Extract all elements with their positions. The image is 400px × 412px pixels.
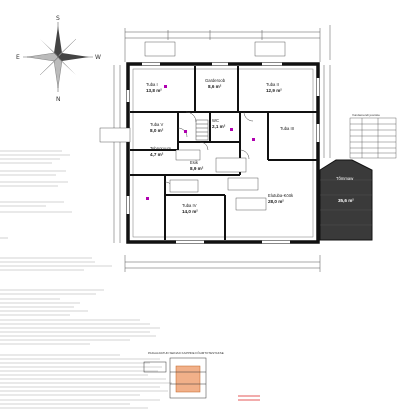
stairs (195, 119, 209, 141)
room-tuba2-name: Tuba II (266, 82, 279, 87)
compass-rose (23, 22, 93, 92)
legend-title: Vundamendi jooniste (352, 113, 380, 117)
dimension-lines (113, 25, 331, 272)
interior-walls (130, 66, 318, 240)
room-tuba5-area: 8,0 m² (150, 128, 164, 133)
room-wc-area: 2,1 m² (212, 124, 226, 129)
terrace-area (319, 159, 373, 241)
tag-boxes (99, 41, 286, 211)
detail-drawing (143, 357, 207, 399)
compass-east-label: W (95, 54, 101, 61)
room-terrass-area: 35,6 m² (338, 198, 354, 203)
compass-south-label: N (56, 96, 61, 103)
room-tuba5-name: Tuba V (150, 122, 164, 127)
room-wc-name: WC (212, 118, 219, 123)
title-block-marks (238, 395, 260, 401)
room-garderoob-area: 8,6 m² (208, 84, 222, 89)
detail-caption: PAIGALDATUD SEINAD KAPPIDE FÕHMTOTESTAKS… (148, 350, 224, 355)
compass-north-label: S (56, 15, 60, 22)
windows (126, 62, 320, 244)
compass-west-label: E (16, 54, 20, 61)
room-tuba1-area: 13,8 m² (146, 88, 162, 93)
room-tuba3-name: Tuba III (280, 126, 294, 131)
left-notes-block (0, 150, 172, 409)
legend-table (349, 117, 397, 159)
room-tehnoruum-area: 4,7 m² (150, 152, 164, 157)
room-elutuba-area: 28,0 m² (268, 199, 284, 204)
room-garderoob-name: Garderoob (205, 78, 226, 83)
room-terrass-name: Tõmmaw (336, 176, 354, 181)
room-elutuba-name: Elutuba-Köök (268, 193, 294, 198)
room-tuba1-name: Tuba I (146, 82, 158, 87)
room-esik-name: Esik (190, 160, 199, 165)
room-tehnoruum-name: Tehnoruum (150, 146, 171, 151)
room-tuba4-area: 14,0 m² (182, 209, 198, 214)
room-esik-area: 8,9 m² (190, 166, 204, 171)
room-tuba4-name: Tuba IV (182, 203, 197, 208)
room-tuba2-area: 12,9 m² (266, 88, 282, 93)
room-labels: Tuba I 13,8 m² Garderoob 8,6 m² Tuba II … (146, 78, 354, 214)
